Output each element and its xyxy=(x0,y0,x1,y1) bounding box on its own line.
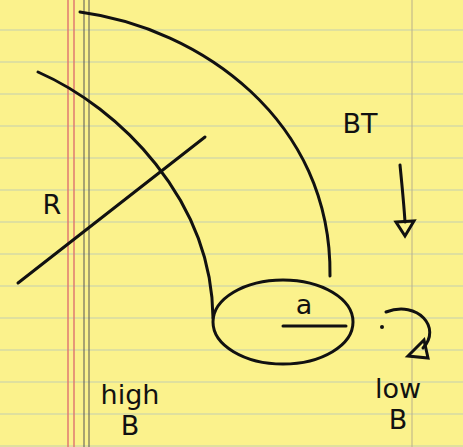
sketch-label: high B xyxy=(90,379,170,441)
minor-radius-line xyxy=(283,325,346,328)
sketch-label: low B xyxy=(363,373,433,435)
cross-section xyxy=(213,280,353,364)
sketch-label: BT xyxy=(325,108,395,139)
paper-rules xyxy=(0,30,463,446)
field-arrow-head xyxy=(396,221,414,236)
sketch-label: R xyxy=(32,189,72,220)
dot xyxy=(380,325,384,329)
margin-lines xyxy=(68,0,412,447)
inner-wall xyxy=(38,72,213,318)
outer-wall xyxy=(80,12,330,276)
sketch-label: a xyxy=(289,289,319,320)
drift-arrow-head xyxy=(408,340,428,358)
field-arrow xyxy=(400,165,405,222)
major-radius-line xyxy=(18,137,205,283)
